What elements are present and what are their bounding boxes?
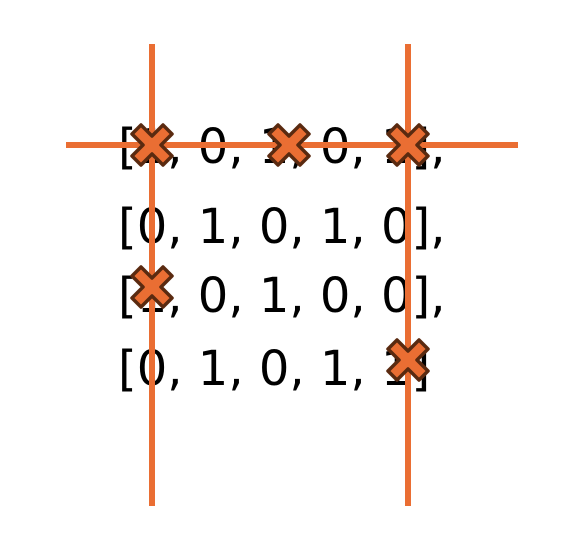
matrix-row-4: [0, 1, 0, 1, 1] — [118, 341, 430, 397]
x-mark-icon — [386, 123, 430, 167]
x-mark-icon — [130, 265, 174, 309]
x-mark-icon — [130, 123, 174, 167]
x-mark-icon — [267, 123, 311, 167]
x-mark-icon — [386, 338, 430, 382]
matrix-row-2: [0, 1, 0, 1, 0], — [118, 199, 445, 255]
markers — [130, 123, 430, 382]
